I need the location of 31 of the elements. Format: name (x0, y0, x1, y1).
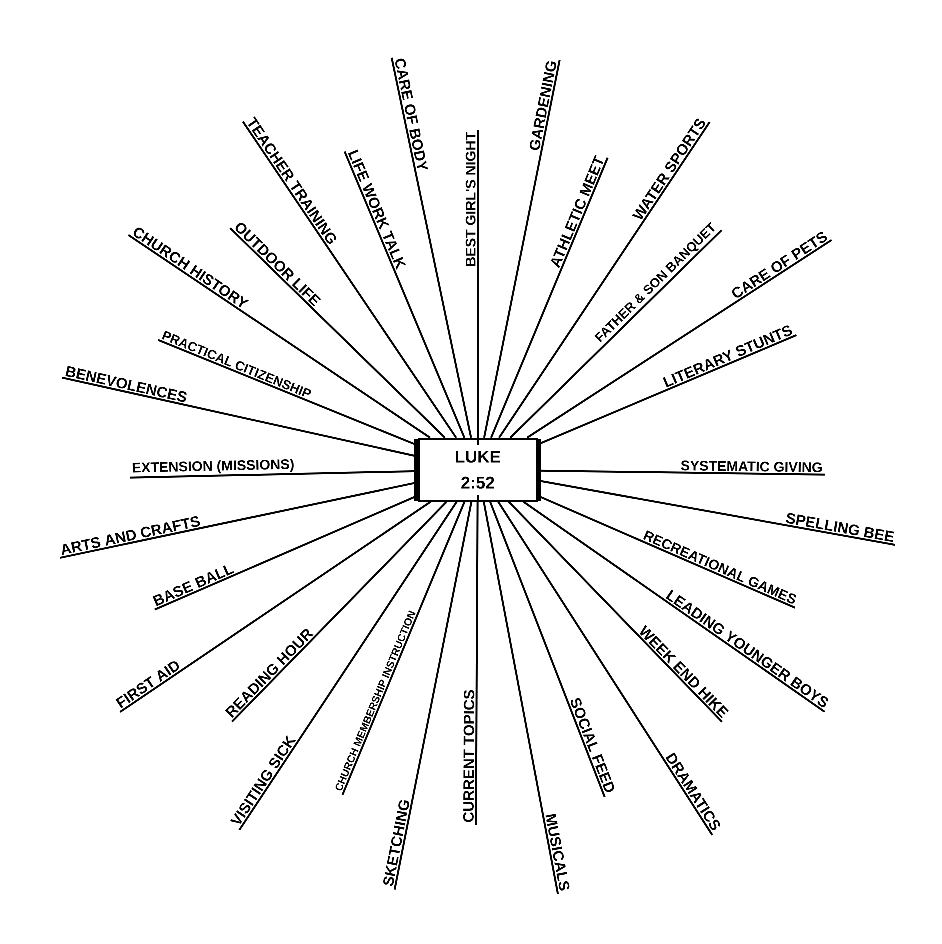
ray-line (526, 239, 832, 439)
ray-label: MUSICALS (546, 814, 570, 891)
ray-line (483, 60, 561, 438)
ray-line (128, 234, 431, 439)
ray-line (483, 502, 560, 895)
ray-label: SPELLING BEE (786, 513, 894, 542)
ray-line (231, 501, 448, 723)
ray-line (490, 158, 609, 438)
ray-line (510, 230, 723, 439)
ray-line (120, 501, 432, 714)
ray-line (508, 501, 723, 723)
ray-line (390, 58, 472, 438)
ray-label: CARE OF BODY (396, 58, 428, 170)
ray-line (238, 501, 458, 831)
ray-label: EXTENSION (MISSIONS) (132, 458, 294, 474)
ray-label: BEST GIRL'S NIGHT (466, 132, 476, 266)
ray-line (242, 121, 458, 439)
ray-line (344, 151, 466, 438)
ray-line (230, 228, 446, 439)
ray-label: ARTS AND CRAFTS (62, 516, 200, 556)
ray-label: CURRENT TOPICS (463, 690, 475, 822)
ray-line (342, 502, 466, 796)
ray-line (498, 501, 714, 836)
ray-label: SYSTEMATIC GIVING (681, 460, 822, 473)
book-drawing: LUKE 2:52 (414, 438, 542, 502)
ray-line (394, 502, 473, 890)
ray-line (475, 502, 479, 825)
ray-line (523, 501, 826, 713)
ray-line (477, 130, 479, 438)
ray-line (489, 502, 606, 798)
ray-line (498, 122, 711, 439)
